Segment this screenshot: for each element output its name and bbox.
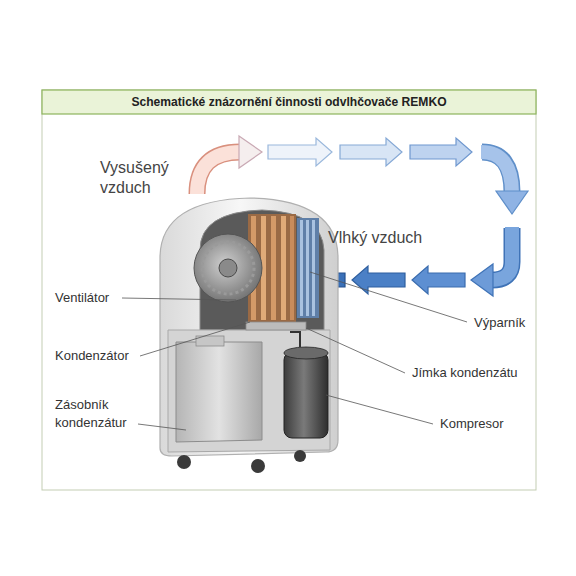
part-label: Zásobník kondenzátur [55,396,147,432]
evaporator-block [297,218,319,318]
leader-line [306,328,405,373]
evaporator-fin [312,220,315,316]
leader-line [122,298,236,300]
title-text: Schematické znázornění činnosti odvlhčov… [42,90,536,114]
arrow-fill [197,152,241,194]
wheel [294,450,306,462]
leader-lines [122,272,467,430]
part-label: Kompresor [440,415,504,433]
lower-cavity [168,330,330,452]
compressor-body [284,352,328,438]
dehumidifier [160,198,338,473]
arrow-outline [197,152,240,194]
wheel [251,459,265,473]
arrow-outline [482,152,512,192]
condensate-sump [246,322,306,330]
tank-body [176,342,262,442]
evaporator-fin [300,220,303,316]
leader-line [138,424,186,430]
leader-line [326,395,433,424]
arrow-outline [492,228,512,280]
fan-hub [219,259,237,277]
arrow-head [239,136,262,168]
coil-tube [290,216,294,320]
part-label: Jímka kondenzátu [412,364,518,382]
coil-tube [281,216,286,320]
arrow [412,266,465,294]
airflow-label: Vysušený vzduch [100,158,182,198]
arrow-head [471,264,493,296]
coil-tube [271,216,276,320]
fan [194,234,262,302]
fan-blades [202,242,254,294]
housing [160,198,338,456]
airflow-label: Vlhký vzduch [328,228,422,248]
condensate-tank [176,336,262,442]
part-label: Výparník [474,314,525,332]
wheels [177,450,306,473]
frame [42,90,536,490]
arrow [268,138,332,166]
pipe [290,332,300,347]
part-label: Kondenzátor [55,347,129,365]
part-label: Ventilátor [55,289,109,307]
wheel [177,455,191,469]
arrow [352,266,405,294]
evaporator [297,218,319,318]
arrow-fill [491,227,512,280]
arrow-fill [481,152,512,193]
arrow [340,138,402,166]
evaporator-fin [306,220,309,316]
leader-line [310,272,467,322]
arrow-head [496,191,528,214]
arrow [410,138,472,166]
compressor [284,332,328,438]
leader-line [140,322,250,356]
title-band [42,90,536,114]
compressor-top [284,347,328,359]
fan-wheel [194,234,262,302]
